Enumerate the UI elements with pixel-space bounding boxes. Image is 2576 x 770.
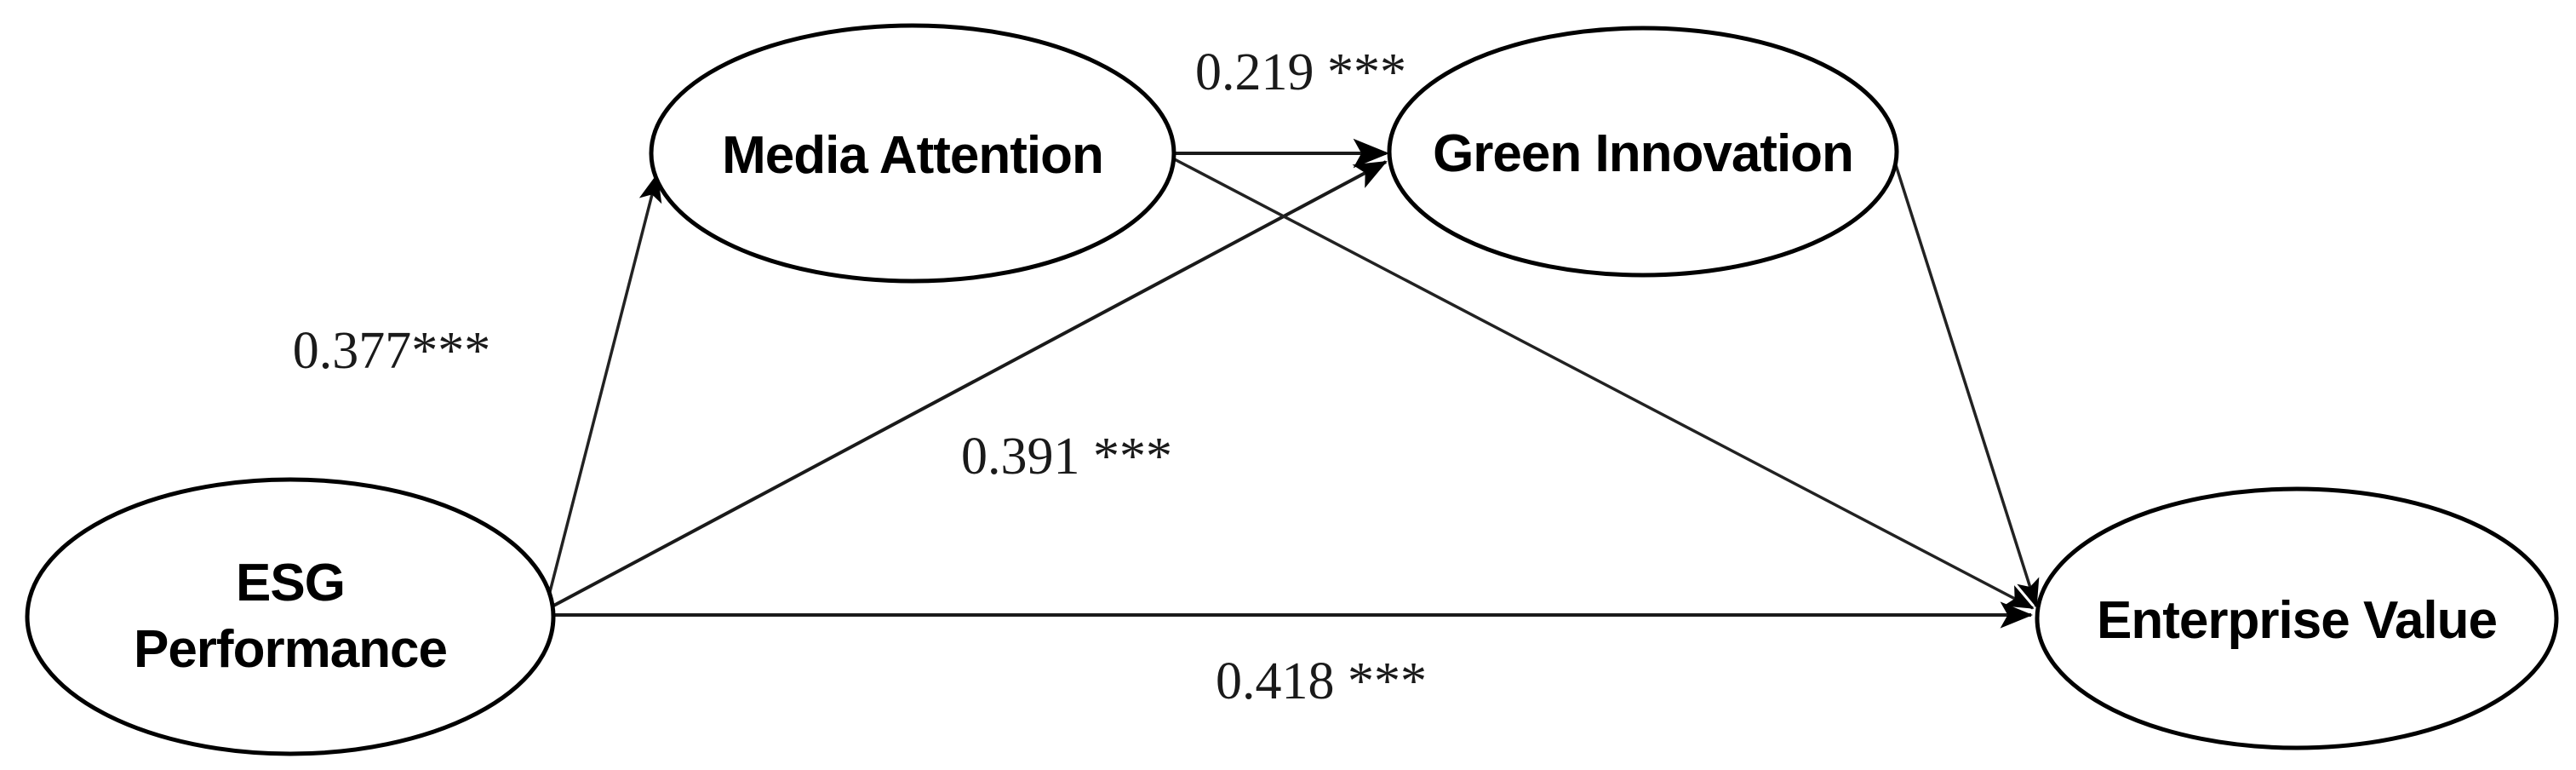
esg-performance-label-line1: ESG bbox=[236, 554, 345, 612]
node-media-attention[interactable]: Media Attention bbox=[649, 23, 1176, 284]
green-innovation-label: Green Innovation bbox=[1433, 124, 1853, 183]
node-enterprise-value[interactable]: Enterprise Value bbox=[2035, 486, 2559, 750]
enterprise-value-label: Enterprise Value bbox=[2097, 591, 2497, 650]
esg-performance-label-line2: Performance bbox=[134, 620, 447, 679]
edge-esg-green bbox=[545, 160, 1388, 612]
edge-label-media-green: 0.219 *** bbox=[1195, 43, 1406, 101]
node-green-innovation[interactable]: Green Innovation bbox=[1387, 26, 1899, 278]
node-esg-performance[interactable]: ESG Performance bbox=[25, 477, 556, 756]
media-attention-ellipse bbox=[649, 23, 1176, 284]
edge-label-esg-media: 0.377*** bbox=[293, 322, 491, 380]
edge-green-enterprise bbox=[1890, 151, 2040, 608]
enterprise-value-ellipse bbox=[2035, 486, 2559, 750]
edge-label-esg-enterprise: 0.418 *** bbox=[1216, 652, 1427, 710]
edge-esg-media bbox=[543, 173, 662, 612]
media-attention-label: Media Attention bbox=[722, 126, 1103, 185]
edge-media-enterprise bbox=[1169, 155, 2035, 610]
esg-performance-ellipse bbox=[25, 477, 556, 756]
edge-label-esg-green: 0.391 *** bbox=[961, 428, 1172, 486]
green-innovation-ellipse bbox=[1387, 26, 1899, 278]
